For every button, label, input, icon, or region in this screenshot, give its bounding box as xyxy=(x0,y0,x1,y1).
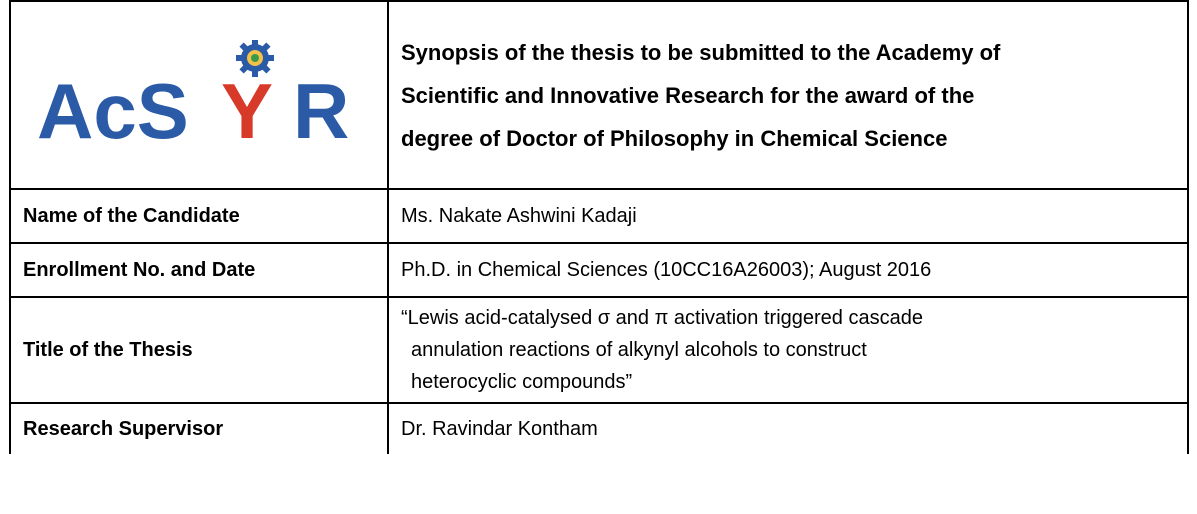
candidate-row: Name of the Candidate Ms. Nakate Ashwini… xyxy=(9,188,1189,244)
title-row: Title of the Thesis “Lewis acid-catalyse… xyxy=(9,296,1189,404)
logo-text-acs: AcS xyxy=(37,67,189,150)
heading-cell: Synopsis of the thesis to be submitted t… xyxy=(387,0,1189,190)
acsir-logo-graphic: AcS Y R xyxy=(37,40,349,150)
heading-line-1: Synopsis of the thesis to be submitted t… xyxy=(401,39,1001,65)
title-line-3: heterocyclic compounds” xyxy=(411,371,633,393)
gear-emblem-icon xyxy=(236,40,274,77)
title-line-1: “Lewis acid-catalysed σ and π activation… xyxy=(401,307,923,329)
enrollment-value: Ph.D. in Chemical Sciences (10CC16A26003… xyxy=(387,242,1189,298)
synopsis-heading: Synopsis of the thesis to be submitted t… xyxy=(401,31,1177,160)
title-label: Title of the Thesis xyxy=(9,296,389,404)
logo-text-r: R xyxy=(293,67,349,150)
candidate-value: Ms. Nakate Ashwini Kadaji xyxy=(387,188,1189,244)
logo-text-y: Y xyxy=(221,67,273,150)
heading-line-2: Scientific and Innovative Research for t… xyxy=(401,82,975,108)
enrollment-label: Enrollment No. and Date xyxy=(9,242,389,298)
title-value: “Lewis acid-catalysed σ and π activation… xyxy=(387,296,1189,404)
heading-line-3: degree of Doctor of Philosophy in Chemic… xyxy=(401,125,948,151)
acsir-logo: AcS Y R xyxy=(11,2,387,188)
supervisor-value: Dr. Ravindar Kontham xyxy=(387,402,1189,454)
supervisor-label: Research Supervisor xyxy=(9,402,389,454)
candidate-label: Name of the Candidate xyxy=(9,188,389,244)
header-row: AcS Y R Synopsis of the thesis to be sub… xyxy=(9,0,1189,190)
title-line-2: annulation reactions of alkynyl alcohols… xyxy=(411,339,867,361)
enrollment-row: Enrollment No. and Date Ph.D. in Chemica… xyxy=(9,242,1189,298)
logo-cell: AcS Y R xyxy=(9,0,389,190)
synopsis-table: AcS Y R Synopsis of the thesis to be sub… xyxy=(9,0,1189,454)
supervisor-row: Research Supervisor Dr. Ravindar Kontham xyxy=(9,402,1189,454)
